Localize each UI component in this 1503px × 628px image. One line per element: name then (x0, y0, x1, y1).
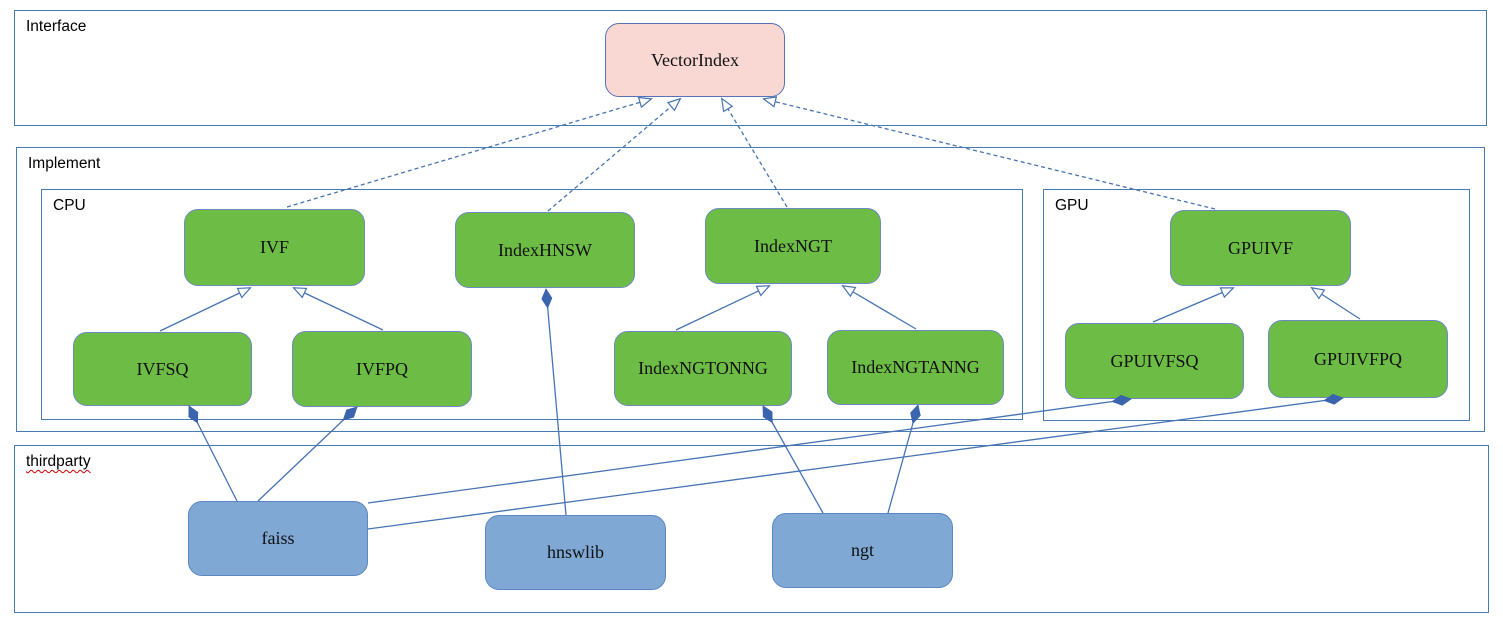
node-gpuivf: GPUIVF (1170, 210, 1351, 286)
container-cpu-label: CPU (53, 197, 86, 214)
node-indexngtonng: IndexNGTONNG (614, 331, 792, 406)
node-ivf: IVF (184, 209, 365, 286)
node-indexngtanng: IndexNGTANNG (827, 330, 1004, 405)
container-interface-label: Interface (26, 18, 87, 35)
node-hnswlib: hnswlib (485, 515, 666, 590)
node-faiss: faiss (188, 501, 368, 576)
node-vectorindex: VectorIndex (605, 23, 785, 97)
node-indexhnsw: IndexHNSW (455, 212, 635, 288)
node-gpuivfpq: GPUIVFPQ (1268, 320, 1448, 398)
container-implement-label: Implement (28, 155, 101, 172)
node-gpuivfsq: GPUIVFSQ (1065, 323, 1244, 399)
node-ngt: ngt (772, 513, 953, 588)
container-gpu-label: GPU (1055, 197, 1089, 214)
node-ivfsq: IVFSQ (73, 332, 252, 406)
node-indexngt: IndexNGT (705, 208, 881, 284)
container-thirdparty-label: thirdparty (26, 453, 91, 470)
node-ivfpq: IVFPQ (292, 331, 472, 407)
